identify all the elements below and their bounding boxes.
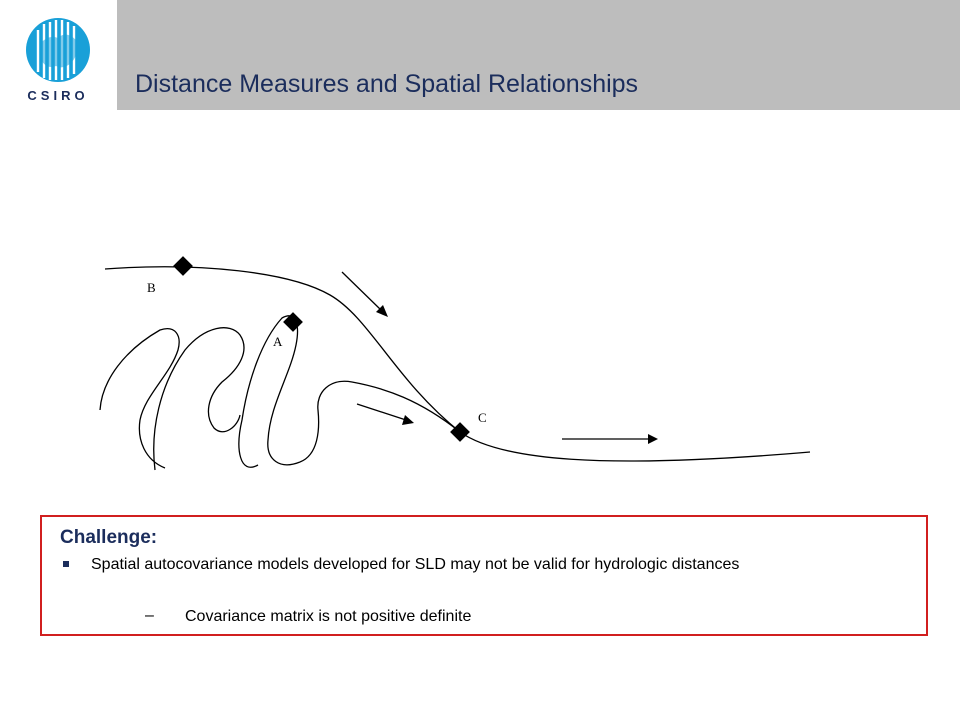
header-bar — [117, 0, 960, 110]
sub-bullet-dash: – — [145, 607, 154, 624]
flow-arrow-top — [341, 271, 382, 311]
site-label-b: B — [147, 280, 156, 295]
flow-arrow-mid — [356, 403, 407, 421]
challenge-box: Challenge: Spatial autocovariance models… — [40, 515, 928, 636]
site-label-a: A — [273, 334, 283, 349]
csiro-logo-icon: CSIRO — [26, 18, 90, 103]
bullet-square-icon — [63, 561, 69, 567]
site-marker-a — [283, 312, 303, 332]
site-marker-b — [173, 256, 193, 276]
flow-arrow-top-head — [376, 305, 388, 317]
tributary-loop-2 — [153, 327, 245, 471]
main-stream-line — [104, 266, 811, 462]
challenge-bullet: Spatial autocovariance models developed … — [91, 556, 740, 573]
challenge-sub-bullet: Covariance matrix is not positive defini… — [185, 608, 472, 625]
flow-arrow-right-head — [648, 434, 658, 444]
csiro-logo: CSIRO — [0, 0, 117, 110]
page-title: Distance Measures and Spatial Relationsh… — [135, 70, 639, 98]
flow-arrow-mid-head — [402, 415, 414, 425]
tributary-loop-1 — [99, 328, 180, 469]
logo-wordmark: CSIRO — [27, 88, 88, 103]
tributary-loop-4 — [299, 380, 461, 463]
tributary-loop-3 — [238, 315, 301, 468]
site-marker-c — [450, 422, 470, 442]
site-label-c: C — [478, 410, 487, 425]
challenge-heading: Challenge: — [60, 527, 158, 548]
